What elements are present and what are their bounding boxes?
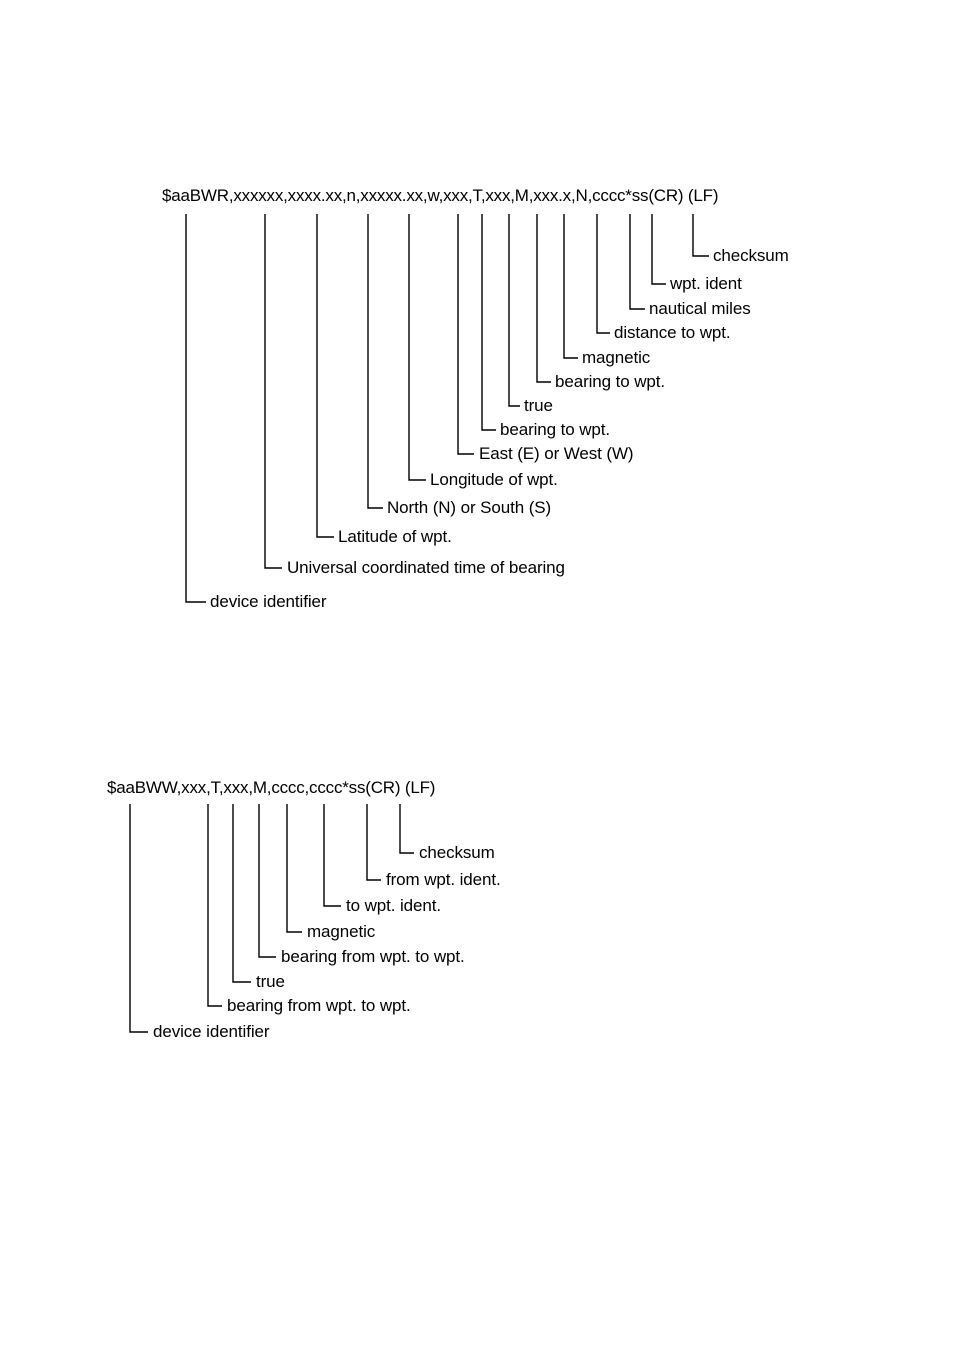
bww-connector-magnetic — [286, 804, 302, 933]
bwr-field-label: device identifier — [210, 592, 327, 611]
bww-field-label: from wpt. ident. — [386, 870, 501, 889]
bww-field-label: true — [256, 972, 285, 991]
bwr-field-label: Longitude of wpt. — [430, 470, 558, 489]
bwr-connector-distance — [596, 214, 610, 334]
bww-connector-true — [232, 804, 251, 983]
bwr-field-label: wpt. ident — [670, 274, 742, 293]
bwr-connector-north-south — [367, 214, 383, 509]
bww-connector-checksum — [399, 804, 414, 854]
bwr-field-label: North (N) or South (S) — [387, 498, 552, 517]
bwr-connector-magnetic — [563, 214, 578, 359]
bwr-sentence: $aaBWR,xxxxxx,xxxx.xx,n,xxxxx.xx,w,xxx,T… — [162, 186, 719, 205]
bwr-connector-true — [508, 214, 520, 407]
bww-field-label: to wpt. ident. — [346, 896, 441, 915]
bwr-field-label: magnetic — [582, 348, 651, 367]
bwr-connector-wpt-ident — [651, 214, 666, 285]
bwr-connector-checksum — [692, 214, 709, 257]
bwr-field-label: true — [524, 396, 553, 415]
bww-connector-from-ident — [366, 804, 381, 881]
bwr-connector-east-west — [457, 214, 474, 455]
bwr-field-label: East (E) or West (W) — [479, 444, 634, 463]
bwr-field-label: checksum — [713, 246, 789, 265]
bwr-connector-nautical-miles — [629, 214, 645, 310]
bww-connector-to-ident — [323, 804, 341, 907]
bww-connector-bearing-magnetic — [258, 804, 276, 958]
bwr-field-label: Latitude of wpt. — [338, 527, 452, 546]
bwr-connector-latitude — [316, 214, 334, 538]
bww-field-label: device identifier — [153, 1022, 270, 1041]
bwr-connector-longitude — [408, 214, 426, 481]
bww-field-label: bearing from wpt. to wpt. — [281, 947, 465, 966]
bww-field-label: bearing from wpt. to wpt. — [227, 996, 411, 1015]
bww-sentence: $aaBWW,xxx,T,xxx,M,cccc,cccc*ss(CR) (LF) — [107, 778, 436, 797]
bwr-connector-bearing-magnetic — [536, 214, 551, 383]
bwr-field-label: nautical miles — [649, 299, 751, 318]
bwr-field-label: bearing to wpt. — [500, 420, 611, 439]
bwr-connector-device — [185, 214, 206, 603]
bww-field-label: checksum — [419, 843, 495, 862]
bww-field-label: magnetic — [307, 922, 376, 941]
bwr-field-label: bearing to wpt. — [555, 372, 666, 391]
bwr-field-label: distance to wpt. — [614, 323, 731, 342]
bwr-connector-utc — [264, 214, 282, 569]
bwr-field-label: Universal coordinated time of bearing — [287, 558, 565, 577]
bww-connector-device — [129, 804, 148, 1033]
bww-connector-bearing-true — [207, 804, 222, 1007]
bwr-connector-bearing-true — [481, 214, 496, 431]
